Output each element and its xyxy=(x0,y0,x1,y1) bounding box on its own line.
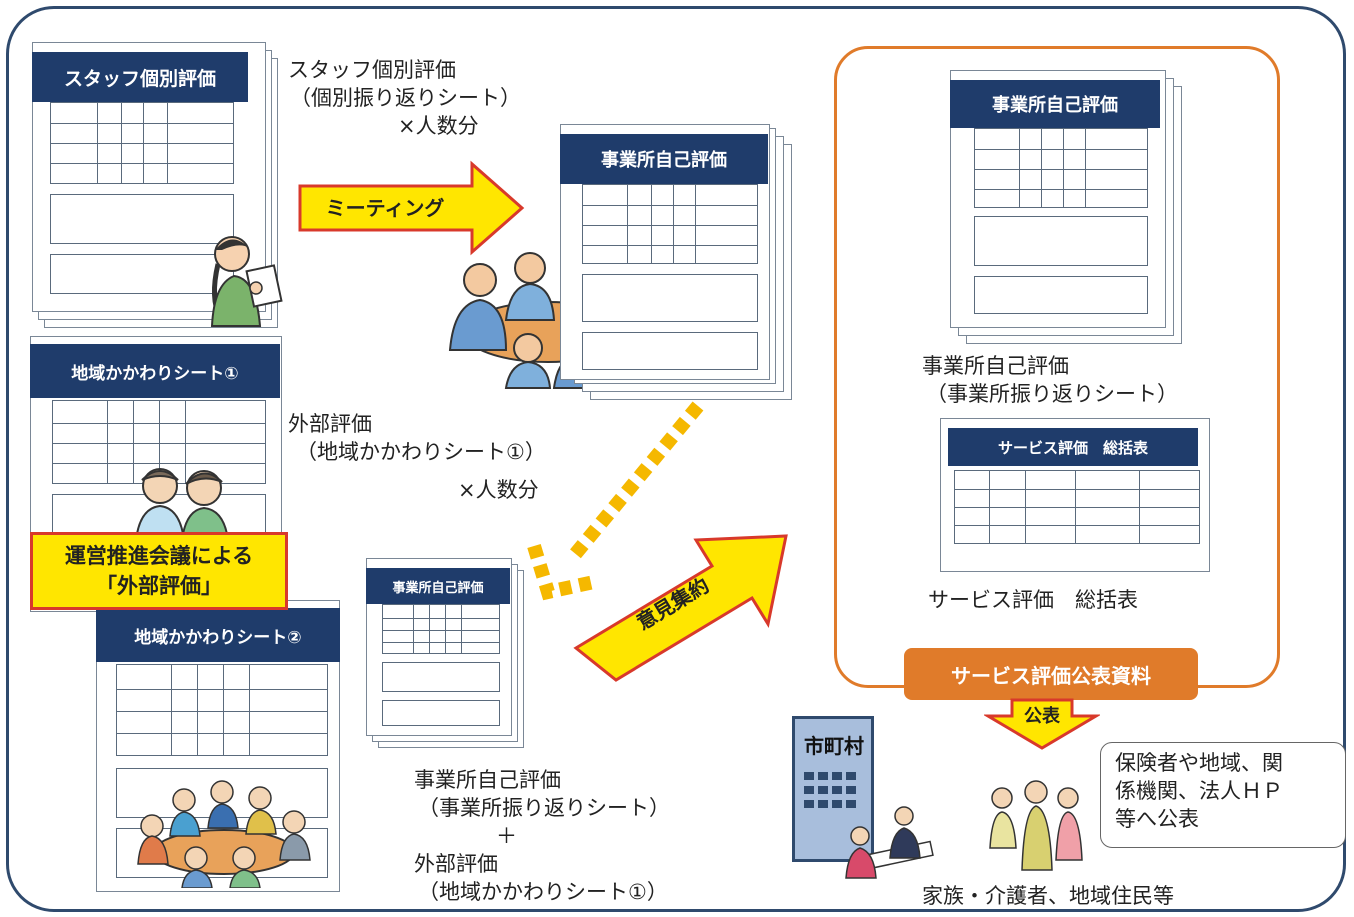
staff-sheet-textbox-1 xyxy=(50,194,234,244)
staff-caption-line3: ×人数分 xyxy=(398,114,479,138)
office-right-caption-line1: 事業所自己評価 xyxy=(922,354,1069,378)
community-meeting-illustration xyxy=(137,780,311,888)
steering-meeting-callout: 運営推進会議による 「外部評価」 xyxy=(30,532,288,610)
dotted-aggregation-arrow xyxy=(527,401,704,601)
bottom-caption-plus: ＋ xyxy=(496,824,517,848)
external-caption-line3: ×人数分 xyxy=(458,478,539,502)
office-sheet-right-title: 事業所自己評価 xyxy=(950,80,1160,128)
office-sheet-center-textbox-2 xyxy=(582,332,758,370)
summary-caption: サービス評価 総括表 xyxy=(928,588,1138,612)
staff-sheet-title: スタッフ個別評価 xyxy=(32,52,248,102)
office-sheet-center-title: 事業所自己評価 xyxy=(560,134,768,184)
publish-arrow xyxy=(984,698,1100,750)
meeting-arrow xyxy=(298,160,525,256)
public-material-badge: サービス評価公表資料 xyxy=(904,648,1198,700)
opinion-aggregation-arrow xyxy=(573,534,788,682)
city-label: 市町村 xyxy=(804,734,864,758)
office-sheet-bottom-grid xyxy=(382,604,500,654)
community-sheet-2-grid xyxy=(116,664,328,756)
family-caption: 家族・介護者、地域住民等 xyxy=(922,884,1174,908)
community-sheet-2-title: 地域かかわりシート② xyxy=(96,608,340,662)
office-right-caption-line2: （事業所振り返りシート） xyxy=(926,382,1178,406)
publish-arrow-label: 公表 xyxy=(1024,706,1060,727)
bottom-caption-line3: 外部評価 xyxy=(414,852,498,876)
staff-caption-line1: スタッフ個別評価 xyxy=(288,58,456,82)
steering-callout-line1: 運営推進会議による xyxy=(64,544,254,568)
staff-sheet-grid xyxy=(50,102,234,184)
staff-sheet-textbox-2 xyxy=(50,254,234,294)
bottom-caption-line4: （地域かかわりシート①） xyxy=(418,880,668,904)
publish-note-line1: 保険者や地域、関 xyxy=(1115,751,1283,775)
publish-note-box: 保険者や地域、関 係機関、法人ＨＰ 等へ公表 xyxy=(1100,742,1346,848)
writing-woman-illustration xyxy=(210,236,283,327)
office-sheet-center-grid xyxy=(582,184,758,264)
meeting-arrow-label: ミーティング xyxy=(325,196,445,220)
external-caption-line1: 外部評価 xyxy=(288,412,372,436)
office-sheet-bottom-title: 事業所自己評価 xyxy=(366,568,510,604)
family-residents-illustration xyxy=(989,780,1083,871)
bottom-caption-line2: （事業所振り返りシート） xyxy=(418,796,670,820)
publish-note-line2: 係機関、法人ＨＰ xyxy=(1115,779,1283,803)
office-sheet-right-grid xyxy=(974,128,1148,208)
publish-note-line3: 等へ公表 xyxy=(1115,807,1199,831)
consultation-illustration xyxy=(845,806,934,879)
staff-caption-line2: （個別振り返りシート） xyxy=(290,86,521,110)
couple-illustration xyxy=(134,468,230,540)
building-windows-icon xyxy=(804,772,856,808)
summary-sheet-title: サービス評価 総括表 xyxy=(948,428,1198,466)
external-caption-line2: （地域かかわりシート①） xyxy=(296,440,546,464)
office-sheet-center-textbox-1 xyxy=(582,274,758,322)
community-sheet-1-title: 地域かかわりシート① xyxy=(30,344,280,398)
steering-callout-line2: 「外部評価」 xyxy=(96,574,222,598)
outer-frame xyxy=(6,6,1346,912)
summary-sheet-grid xyxy=(954,470,1200,544)
bottom-caption-line1: 事業所自己評価 xyxy=(414,768,561,792)
